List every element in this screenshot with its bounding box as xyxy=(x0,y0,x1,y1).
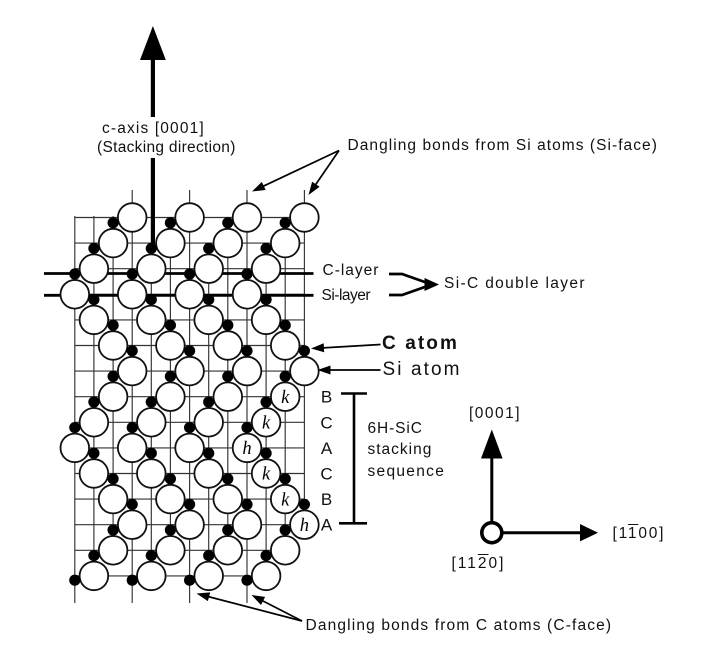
svg-text:k: k xyxy=(281,388,290,408)
svg-text:k: k xyxy=(262,414,271,434)
svg-text:C: C xyxy=(320,413,332,432)
svg-text:k: k xyxy=(262,465,271,485)
svg-text:h: h xyxy=(300,516,309,536)
svg-text:k: k xyxy=(281,490,290,510)
svg-text:B: B xyxy=(321,490,332,509)
svg-text:A: A xyxy=(321,516,333,535)
svg-text:A: A xyxy=(321,439,333,458)
svg-text:B: B xyxy=(321,388,332,407)
svg-text:C: C xyxy=(320,465,332,484)
svg-text:h: h xyxy=(242,439,251,459)
